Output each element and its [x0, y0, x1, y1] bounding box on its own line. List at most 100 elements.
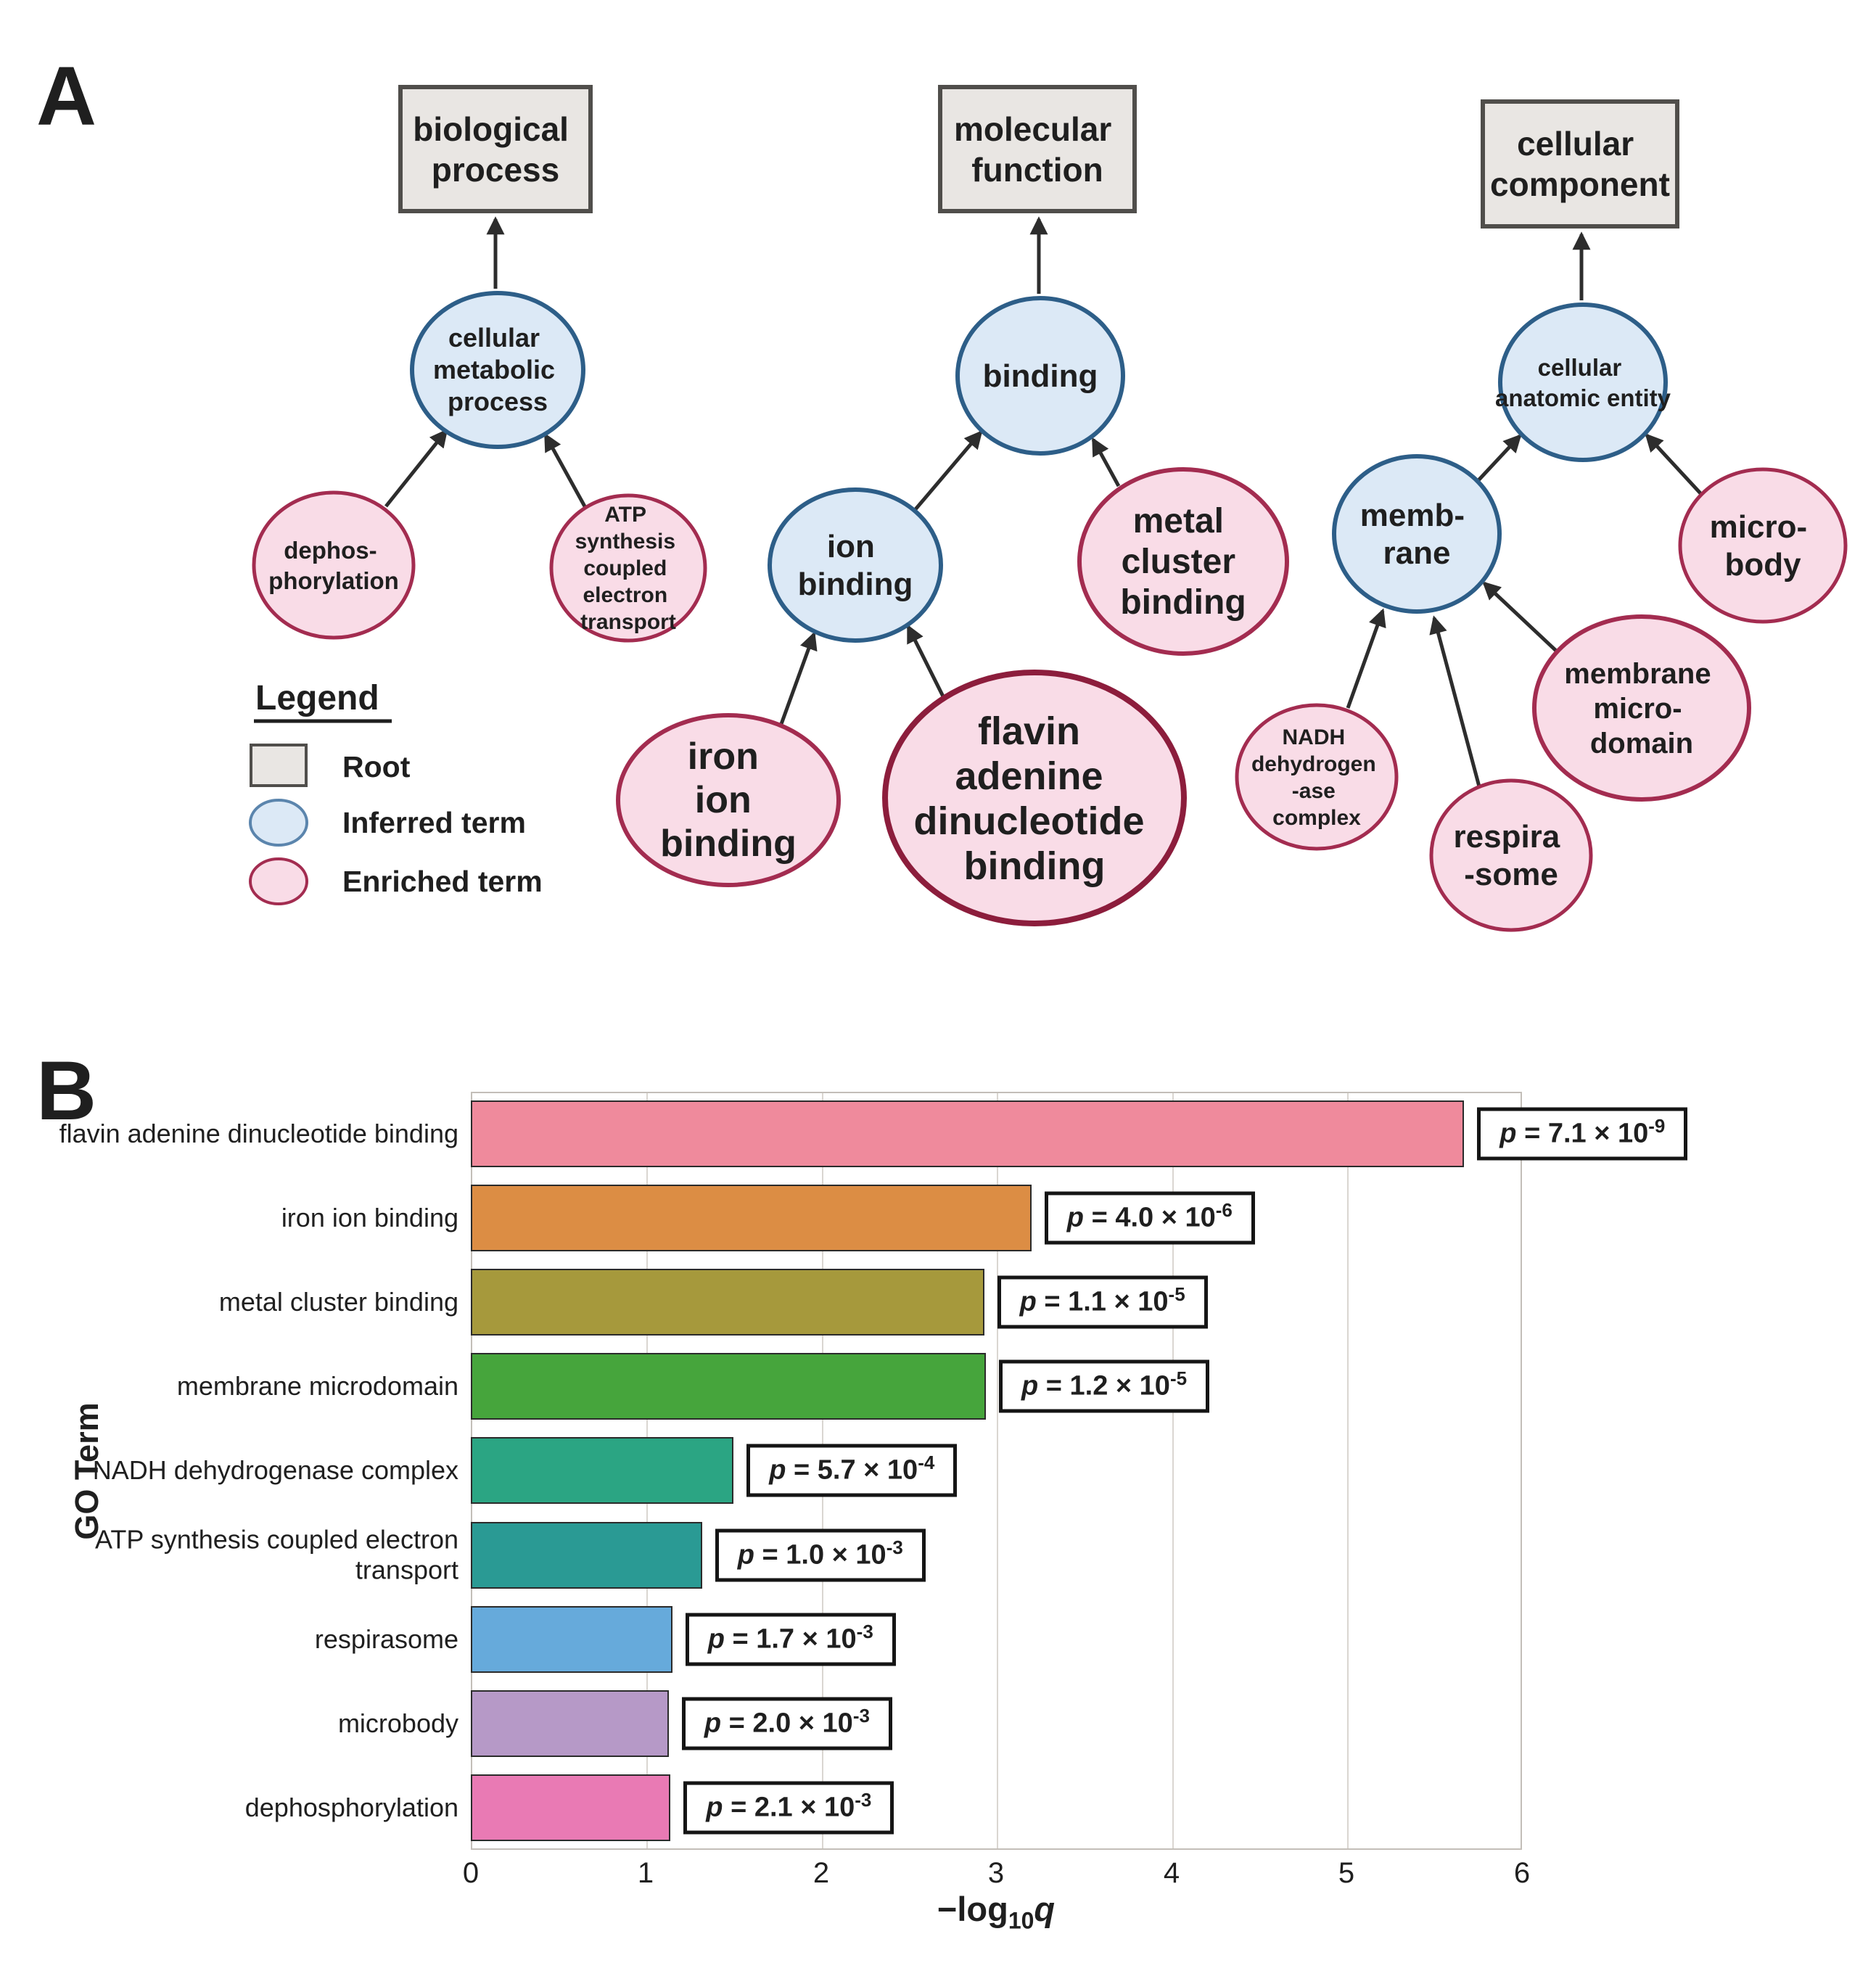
legend-inferred-swatch — [249, 799, 308, 847]
arrow — [1477, 434, 1522, 482]
node-binding: binding — [955, 296, 1125, 456]
legend-title: Legend — [255, 679, 379, 717]
arrow — [1091, 437, 1121, 487]
x-tick-label: 0 — [462, 1857, 480, 1889]
node-label: cellular metabolic process — [433, 323, 562, 416]
bar — [471, 1185, 1032, 1251]
go-term-label: iron ion binding — [281, 1202, 458, 1232]
node-iron-ion-binding: iron ion binding — [616, 713, 841, 887]
node-microbody: micro- body — [1678, 467, 1848, 624]
bar — [471, 1437, 734, 1504]
go-term-label: dephosphorylation — [244, 1792, 458, 1822]
node-label: cellular anatomic entity — [1495, 354, 1671, 411]
node-respirasome: respira -some — [1429, 778, 1593, 932]
arrow — [384, 429, 448, 508]
node-atp-synthesis: ATP synthesis coupled electron transport — [549, 493, 707, 643]
arrows — [384, 216, 1702, 790]
arrow — [1645, 433, 1702, 495]
x-tick-label: 1 — [637, 1857, 654, 1889]
node-label: dephos- phorylation — [268, 537, 399, 594]
node-cellular-component: cellular component — [1481, 99, 1679, 229]
arrow — [779, 631, 818, 725]
gridline — [997, 1093, 998, 1848]
node-label: flavin adenine dinucleotide binding — [913, 709, 1155, 888]
bar-row: flavin adenine dinucleotide binding p = … — [0, 1092, 1876, 1176]
bar-row: respirasome p = 1.7 × 10-3 — [0, 1597, 1876, 1682]
arrow — [906, 624, 945, 698]
node-label: ATP synthesis coupled electron transport — [575, 503, 682, 634]
bar-row: microbody p = 2.0 × 10-3 — [0, 1682, 1876, 1766]
node-cellular-metabolic-process: cellular metabolic process — [410, 291, 585, 449]
gridline — [1347, 1093, 1349, 1848]
p-value-label: p = 2.0 × 10-3 — [681, 1697, 892, 1750]
node-label: membrane micro- domain — [1564, 658, 1719, 760]
bar-row: dephosphorylation p = 2.1 × 10-3 — [0, 1766, 1876, 1850]
x-tick-label: 2 — [812, 1857, 830, 1889]
bar — [471, 1522, 702, 1589]
node-label: ion binding — [798, 529, 913, 602]
panel-b-label: B — [36, 1045, 97, 1137]
go-term-label: metal cluster binding — [218, 1286, 458, 1317]
x-axis-title: −log10q — [937, 1890, 1056, 1934]
bar-row: iron ion binding p = 4.0 × 10-6 — [0, 1176, 1876, 1260]
node-molecular-function: molecular function — [938, 85, 1137, 213]
node-label: metal cluster binding — [1120, 502, 1246, 622]
node-label: molecular function — [954, 110, 1121, 189]
legend-item-label: Enriched term — [342, 865, 543, 898]
x-tick-label: 3 — [987, 1857, 1005, 1889]
bar — [471, 1606, 672, 1673]
node-cellular-anatomic-entity: cellular anatomic entity — [1495, 303, 1671, 462]
node-biological-process: biological process — [398, 85, 593, 213]
go-term-label: flavin adenine dinucleotide binding — [59, 1118, 458, 1148]
bar — [471, 1353, 986, 1420]
p-value-label: p = 7.1 × 10-9 — [1477, 1107, 1688, 1161]
go-term-label: membrane microdomain — [176, 1370, 458, 1401]
node-membrane-microdomain: membrane micro- domain — [1532, 614, 1751, 802]
arrow — [543, 432, 587, 508]
bar — [471, 1774, 671, 1841]
p-value-label: p = 1.2 × 10-5 — [999, 1359, 1210, 1413]
node-membrane: memb- rane — [1332, 454, 1502, 614]
node-label: NADH dehydrogen -ase complex — [1251, 725, 1382, 830]
bar — [471, 1690, 669, 1757]
node-label: biological process — [413, 110, 577, 189]
x-tick-label: 5 — [1338, 1857, 1355, 1889]
arrow — [1482, 581, 1558, 652]
x-tick-label: 6 — [1513, 1857, 1531, 1889]
go-term-label: respirasome — [314, 1624, 458, 1654]
arrow — [914, 430, 983, 511]
node-metal-cluster-binding: metal cluster binding — [1077, 467, 1289, 656]
node-nadh-dehydrogenase-complex: NADH dehydrogen -ase complex — [1235, 703, 1399, 851]
node-label: respira -some — [1454, 819, 1569, 892]
gridline — [1172, 1093, 1174, 1848]
bar — [471, 1100, 1465, 1167]
legend-enriched-swatch — [249, 857, 308, 905]
p-value-label: p = 4.0 × 10-6 — [1044, 1191, 1255, 1245]
node-label: iron ion binding — [660, 736, 797, 865]
node-label: binding — [983, 358, 1098, 394]
arrow — [1346, 608, 1386, 709]
arrow — [1429, 615, 1482, 790]
p-value-label: p = 5.7 × 10-4 — [746, 1444, 958, 1497]
node-label: memb- rane — [1360, 498, 1473, 571]
p-value-label: p = 2.1 × 10-3 — [683, 1781, 894, 1835]
go-term-label: NADH dehydrogenase complex — [92, 1454, 458, 1485]
node-label: cellular component — [1490, 125, 1670, 203]
legend-item-label: Root — [342, 750, 411, 783]
panel-a-label: A — [36, 50, 96, 143]
x-tick-label: 4 — [1163, 1857, 1180, 1889]
p-value-label: p = 1.0 × 10-3 — [715, 1528, 926, 1582]
p-value-label: p = 1.1 × 10-5 — [997, 1275, 1208, 1329]
bar-row: metal cluster binding p = 1.1 × 10-5 — [0, 1260, 1876, 1344]
node-label: micro- body — [1710, 509, 1817, 583]
node-flavin-adenine-dinucleotide-binding: flavin adenine dinucleotide binding — [882, 670, 1187, 926]
panel-a-diagram: A biological process — [36, 50, 1848, 932]
legend-item-label: Inferred term — [342, 806, 526, 839]
bar-row: membrane microdomain p = 1.2 × 10-5 — [0, 1344, 1876, 1428]
p-value-label: p = 1.7 × 10-3 — [685, 1613, 896, 1666]
bar — [471, 1269, 984, 1336]
go-term-label: microbody — [337, 1708, 458, 1738]
go-term-label: ATP synthesis coupled electron transport — [95, 1524, 458, 1585]
legend-root-swatch — [250, 744, 308, 787]
